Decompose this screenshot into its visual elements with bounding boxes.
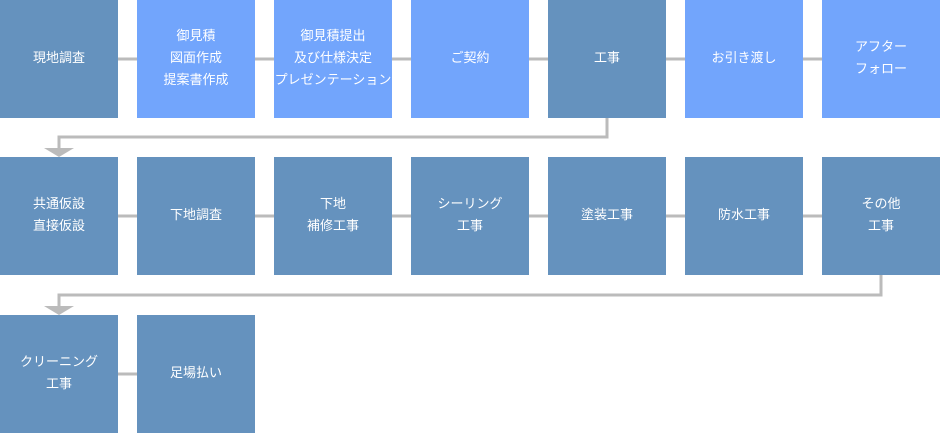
flow-step: 現地調査	[0, 0, 118, 118]
flow-step-label: 御見積提出 及び仕様決定 プレゼンテーション	[274, 29, 392, 88]
flow-step-label: 下地調査	[169, 208, 222, 223]
flow-step: 下地調査	[137, 157, 255, 275]
flow-step-label: 共通仮設 直接仮設	[32, 197, 85, 234]
flow-step-label: 下地 補修工事	[306, 197, 359, 234]
flow-step: 共通仮設 直接仮設	[0, 157, 118, 275]
flow-step: 防水工事	[685, 157, 803, 275]
flow-step: アフター フォロー	[822, 0, 940, 118]
flow-step: クリーニング 工事	[0, 315, 118, 433]
arrow-down-icon	[44, 148, 74, 157]
flow-step: 下地 補修工事	[274, 157, 392, 275]
flow-step-label: クリーニング 工事	[19, 355, 98, 392]
flow-step: 工事	[548, 0, 666, 118]
flow-step: 足場払い	[137, 315, 255, 433]
flow-step-label: ご契約	[450, 51, 490, 66]
flow-step-label: シーリング 工事	[437, 197, 503, 234]
arrow-down-icon	[44, 306, 74, 315]
flow-step: ご契約	[411, 0, 529, 118]
flow-step: 塗装工事	[548, 157, 666, 275]
flow-step-label: 塗装工事	[580, 208, 633, 223]
flow-step: 御見積提出 及び仕様決定 プレゼンテーション	[274, 0, 392, 118]
flow-step: その他 工事	[822, 157, 940, 275]
flow-step-label: その他 工事	[861, 197, 901, 234]
flow-step-label: 工事	[593, 51, 620, 66]
flow-step-label: 防水工事	[717, 208, 770, 223]
flow-step-label: 現地調査	[32, 51, 85, 66]
flow-step-label: アフター フォロー	[854, 40, 907, 77]
flow-step-label: 足場払い	[169, 366, 222, 381]
flow-step: シーリング 工事	[411, 157, 529, 275]
flow-step: 御見積 図面作成 提案書作成	[137, 0, 255, 118]
flow-step-label: 御見積 図面作成 提案書作成	[163, 29, 229, 88]
flow-step-label: お引き渡し	[711, 51, 777, 66]
flow-step: お引き渡し	[685, 0, 803, 118]
